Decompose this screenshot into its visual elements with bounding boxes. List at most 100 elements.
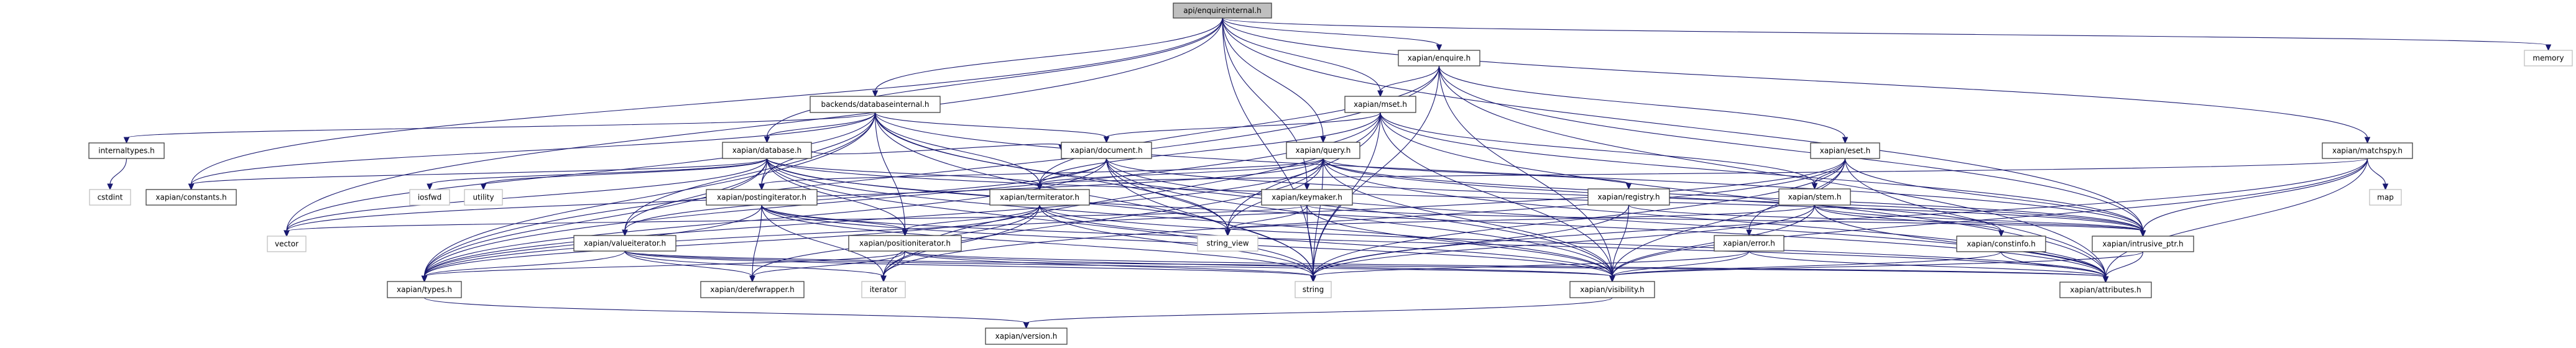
node-box[interactable] [2322, 142, 2413, 159]
edge-databaseinternal-to-vector [286, 112, 876, 232]
node-enquire[interactable]: xapian/enquire.h [1398, 50, 1480, 66]
node-constants[interactable]: xapian/constants.h [145, 189, 237, 206]
node-label: vector [275, 240, 298, 249]
edge-registry-to-intrusive_ptr [1628, 204, 2144, 232]
edge-postingiterator-to-string [761, 204, 1314, 277]
edge-database-to-iosfwd [429, 158, 768, 185]
node-box[interactable] [1344, 96, 1416, 113]
edge-matchspy-to-attributes [2105, 158, 2368, 278]
node-query[interactable]: xapian/query.h [1286, 142, 1360, 159]
node-box[interactable] [1778, 188, 1851, 206]
node-label: memory [2532, 54, 2564, 63]
node-label: xapian/types.h [397, 285, 452, 294]
node-mset[interactable]: xapian/mset.h [1344, 96, 1416, 113]
node-box[interactable] [706, 189, 818, 206]
edge-registry-to-visibility [1612, 204, 1630, 277]
edge-keymaker-to-intrusive_ptr [1306, 204, 2144, 232]
node-box[interactable] [700, 281, 805, 298]
node-box[interactable] [1061, 142, 1152, 159]
node-databaseinternal[interactable]: backends/databaseinternal.h [810, 96, 941, 113]
node-derefwrapper[interactable]: xapian/derefwrapper.h [700, 281, 805, 298]
edge-enquireinternal-to-databaseinternal [874, 17, 1223, 92]
edge-enquire-to-eset [1438, 65, 1846, 139]
arrowhead-enquireinternal-to-memory [2545, 44, 2552, 52]
edge-database-to-document [811, 144, 1062, 155]
node-box[interactable] [145, 189, 237, 206]
node-positioniterator[interactable]: xapian/positioniterator.h [848, 235, 962, 252]
edge-database-to-termiterator [766, 158, 1040, 185]
node-box[interactable] [848, 235, 962, 252]
arrowhead-internaltypes-to-cstdint [107, 183, 113, 191]
arrowhead-enquireinternal-to-keymaker [1304, 183, 1310, 191]
node-label: xapian/enquire.h [1408, 54, 1470, 63]
edge-eset-to-types [423, 158, 1846, 277]
edge-databaseinternal-to-termiterator [874, 112, 1040, 185]
arrowhead-intrusive_ptr-to-attributes [2102, 276, 2109, 283]
node-box[interactable] [1810, 142, 1880, 159]
nodes-layer: api/enquireinternal.h xapian/enquire.h mem… [88, 2, 2573, 345]
edge-termiterator-to-positioniterator [904, 204, 1040, 231]
node-label: xapian/registry.h [1597, 193, 1660, 201]
node-constinfo[interactable]: xapian/constinfo.h [1956, 236, 2046, 252]
node-stem[interactable]: xapian/stem.h [1778, 188, 1851, 206]
node-box[interactable] [88, 142, 165, 159]
node-box[interactable] [722, 142, 812, 159]
node-keymaker[interactable]: xapian/keymaker.h [1261, 189, 1353, 206]
arrowhead-positioniterator-to-derefwrapper [749, 275, 755, 283]
node-valueiterator[interactable]: xapian/valueiterator.h [573, 235, 676, 252]
edge-stem-to-constinfo [1814, 204, 2002, 232]
node-box[interactable] [1286, 142, 1360, 159]
arrowhead-error-to-string [1310, 275, 1316, 283]
node-enquireinternal[interactable]: api/enquireinternal.h [1173, 2, 1272, 19]
edge-enquire-to-visibility [1438, 65, 1613, 277]
node-registry[interactable]: xapian/registry.h [1587, 188, 1670, 206]
node-string_view: string_view [1197, 235, 1258, 252]
node-box [267, 236, 307, 252]
node-box[interactable] [1398, 50, 1480, 66]
node-version[interactable]: xapian/version.h [985, 327, 1068, 345]
node-box[interactable] [985, 327, 1068, 345]
node-matchspy[interactable]: xapian/matchspy.h [2322, 142, 2413, 159]
node-types[interactable]: xapian/types.h [387, 281, 462, 298]
arrowhead-positioniterator-to-types [421, 275, 428, 283]
edge-enquireinternal-to-intrusive_ptr [1222, 17, 2144, 232]
node-visibility[interactable]: xapian/visibility.h [1569, 281, 1655, 298]
node-box[interactable] [989, 189, 1090, 206]
node-label: string [1303, 285, 1324, 294]
node-error[interactable]: xapian/error.h [1714, 235, 1784, 252]
edge-matchspy-to-visibility [1612, 158, 2368, 277]
node-box[interactable] [1569, 281, 1655, 298]
node-label: api/enquireinternal.h [1183, 6, 1261, 15]
node-box[interactable] [573, 235, 676, 252]
node-database[interactable]: xapian/database.h [722, 142, 812, 159]
edge-valueiterator-to-iterator [624, 250, 884, 277]
edge-enquireinternal-to-query [1222, 17, 1324, 138]
node-label: xapian/mset.h [1354, 100, 1407, 109]
node-box[interactable] [2092, 236, 2194, 252]
node-intrusive_ptr[interactable]: xapian/intrusive_ptr.h [2092, 236, 2194, 252]
node-box[interactable] [1714, 235, 1784, 252]
edge-databaseinternal-to-document [874, 112, 1107, 138]
node-box[interactable] [2059, 282, 2152, 298]
edge-valueiterator-to-derefwrapper [624, 250, 753, 277]
node-eset[interactable]: xapian/eset.h [1810, 142, 1880, 159]
node-postingiterator[interactable]: xapian/postingiterator.h [706, 189, 818, 206]
node-box[interactable] [1261, 189, 1353, 206]
arrowhead-intrusive_ptr-to-visibility [1609, 275, 1615, 283]
edge-enquire-to-attributes [1438, 65, 2107, 278]
node-box[interactable] [810, 96, 941, 113]
node-iterator: iterator [861, 281, 906, 298]
node-label: xapian/positioniterator.h [859, 239, 951, 248]
node-box[interactable] [1956, 236, 2046, 252]
node-label: utility [473, 193, 494, 202]
node-box[interactable] [1173, 2, 1272, 19]
node-document[interactable]: xapian/document.h [1061, 142, 1152, 159]
node-termiterator[interactable]: xapian/termiterator.h [989, 189, 1090, 206]
arrowhead-mset-to-document [1103, 136, 1110, 144]
node-internaltypes[interactable]: internaltypes.h [88, 142, 165, 159]
node-label: internaltypes.h [98, 147, 155, 155]
node-box[interactable] [1587, 188, 1670, 206]
node-attributes[interactable]: xapian/attributes.h [2059, 282, 2152, 298]
edge-matchspy-to-intrusive_ptr [2142, 158, 2368, 232]
node-box[interactable] [387, 281, 462, 298]
